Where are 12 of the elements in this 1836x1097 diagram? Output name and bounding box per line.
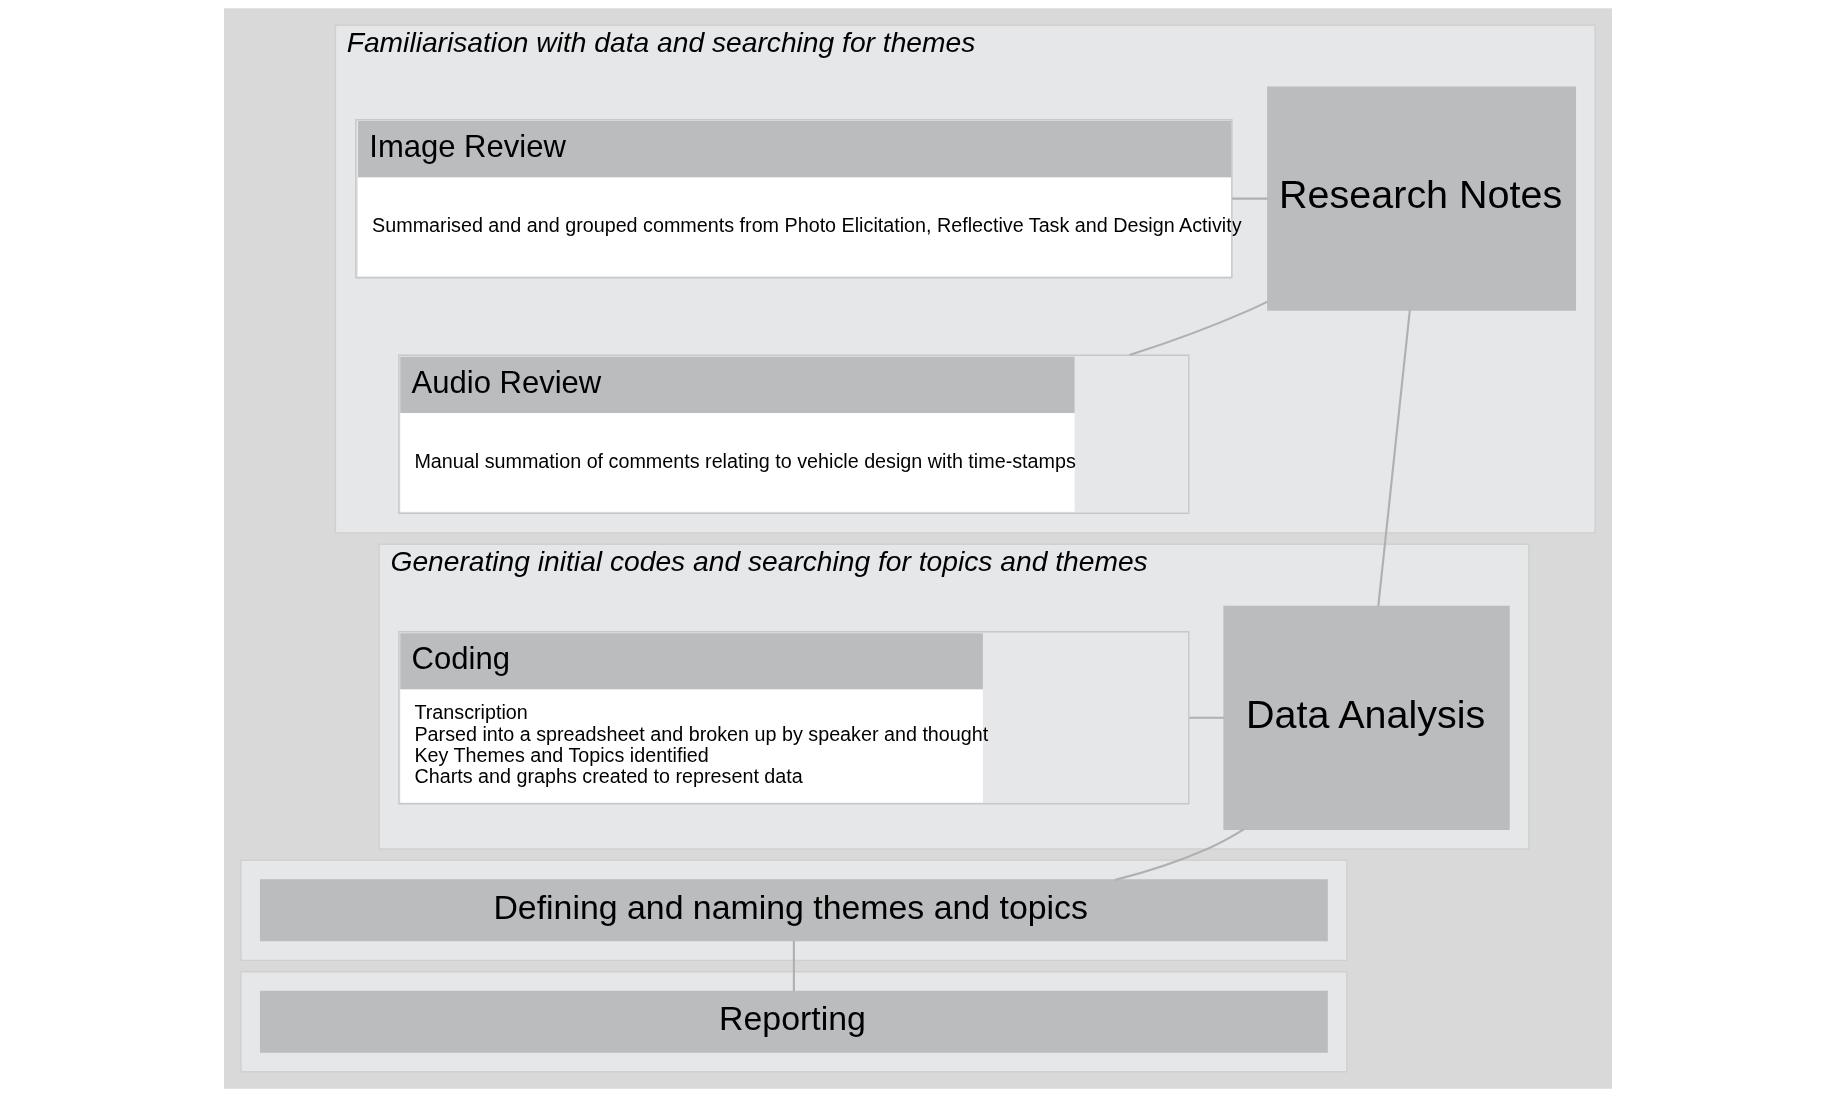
connector — [1189, 716, 1224, 719]
connector — [1114, 828, 1245, 881]
node-box: Reporting — [259, 990, 1328, 1053]
connector — [1377, 310, 1411, 607]
node-box: Research Notes — [1267, 86, 1577, 311]
connector — [1232, 197, 1268, 200]
node-box: Defining and naming themes and topics — [259, 879, 1328, 942]
cluster — [240, 970, 1348, 1073]
connector — [792, 940, 795, 992]
cluster — [240, 859, 1348, 962]
connector — [1129, 300, 1268, 357]
node-box: Data Analysis — [1223, 605, 1510, 830]
